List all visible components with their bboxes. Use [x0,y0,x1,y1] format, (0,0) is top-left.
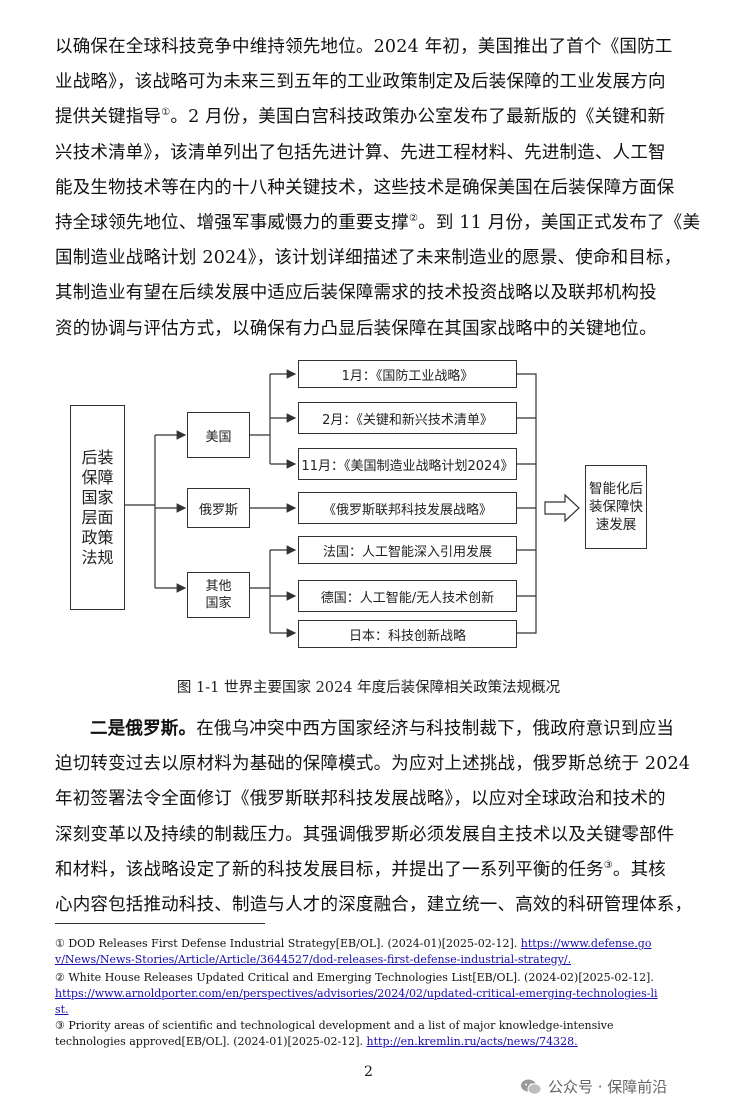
text-line: 国制造业战略计划 2024》，该计划详细描述了未来制造业的愿景、使命和目标， [55,248,682,269]
text-line: 心内容包括推动科技、制造与人才的深度融合，建立统一、高效的科研管理体系， [55,895,693,916]
diagram-connectors [125,369,580,638]
footnote-3: ③ Priority areas of scientific and techn… [55,1019,614,1048]
policy-diagram: 后装保障国家层面政策法规 美国 俄罗斯 其他国家 1月：《国防工业战略》 2月：… [55,350,683,662]
watermark: 公众号 · 保障前沿 [520,1076,667,1097]
country-box-russia: 俄罗斯 [187,488,250,528]
figure-caption: 图 1-1 世界主要国家 2024 年度后装保障相关政策法规概况 [176,680,561,696]
body-paragraph-2: 二是俄罗斯。在俄乌冲突中西方国家经济与科技制裁下，俄政府意识到应当 迫切转变过去… [55,712,693,923]
text-line: 提供关键指导①。2 月份，美国白宫科技政策办公室发布了最新版的《关键和新 [55,107,666,128]
policy-item-box: 1月：《国防工业战略》 [298,360,517,388]
text-line: 和材料，该战略设定了新的科技发展目标，并提出了一系列平衡的任务③。其核 [55,859,666,880]
text-line: 持全球领先地位、增强军事威慑力的重要支撑②。到 11 月份，美国正式发布了《美 [55,213,701,234]
body-paragraph-1: 以确保在全球科技竞争中维持领先地位。2024 年初，美国推出了首个《国防工 业战… [55,30,701,347]
text-line: 其制造业有望在后续发展中适应后装保障需求的技术投资战略以及联邦机构投 [55,283,657,304]
policy-item-box: 德国：人工智能/无人技术创新 [298,580,517,612]
text-line: 资的协调与评估方式，以确保有力凸显后装保障在其国家战略中的关键地位。 [55,318,657,339]
footnote-link[interactable]: https://www.arnoldporter.com/en/perspect… [55,987,658,1016]
policy-item-box: 法国：人工智能深入引用发展 [298,536,517,564]
national-policy-box: 后装保障国家层面政策法规 [70,405,125,610]
footnote-1: ① DOD Releases First Defense Industrial … [55,937,652,966]
country-box-others: 其他国家 [187,572,250,618]
footnote-ref-1[interactable]: ① [161,107,171,119]
text-line: 能及生物技术等在内的十八种关键技术，这些技术是确保美国在后装保障方面保 [55,177,675,198]
text-line: 年初签署法令全面修订《俄罗斯联邦科技发展战略》，以应对全球政治和技术的 [55,789,666,810]
wechat-icon [521,1079,542,1095]
text-line: 迫切转变过去以原材料为基础的保障模式。为应对上述挑战，俄罗斯总统于 2024 [55,754,691,775]
policy-item-box: 《俄罗斯联邦科技发展战略》 [298,492,517,524]
policy-item-box: 2月：《关键和新兴技术清单》 [298,402,517,434]
text-line: 二是俄罗斯。在俄乌冲突中西方国家经济与科技制裁下，俄政府意识到应当 [90,719,675,739]
result-arrow-icon [544,493,580,523]
text-line: 深刻变革以及持续的制裁压力。其强调俄罗斯必须发展自主技术以及关键零部件 [55,824,675,845]
footnote-link[interactable]: https://www.defense.gov/News/News-Storie… [55,937,652,966]
country-box-us: 美国 [187,412,250,458]
text-line: 业战略》，该战略可为未来三到五年的工业政策制定及后装保障的工业发展方向 [55,72,666,93]
result-box: 智能化后装保障快速发展 [585,465,647,549]
footnote-ref-3[interactable]: ③ [603,859,613,871]
page-number: 2 [364,1064,373,1080]
policy-item-box: 日本：科技创新战略 [298,620,517,648]
text-line: 以确保在全球科技竞争中维持领先地位。2024 年初，美国推出了首个《国防工 [55,37,673,57]
footnote-rule [55,923,265,924]
footnote-ref-2[interactable]: ② [409,213,419,225]
text-line: 兴技术清单》，该清单列出了包括先进计算、先进工程材料、先进制造、人工智 [55,142,666,163]
policy-item-box: 11月：《美国制造业战略计划2024》 [298,448,517,480]
section-lead: 二是俄罗斯。 [90,719,197,739]
watermark-text: 公众号 · 保障前沿 [548,1078,668,1096]
footnote-link[interactable]: http://en.kremlin.ru/acts/news/74328. [366,1035,578,1048]
footnote-2: ② White House Releases Updated Critical … [55,971,658,1016]
